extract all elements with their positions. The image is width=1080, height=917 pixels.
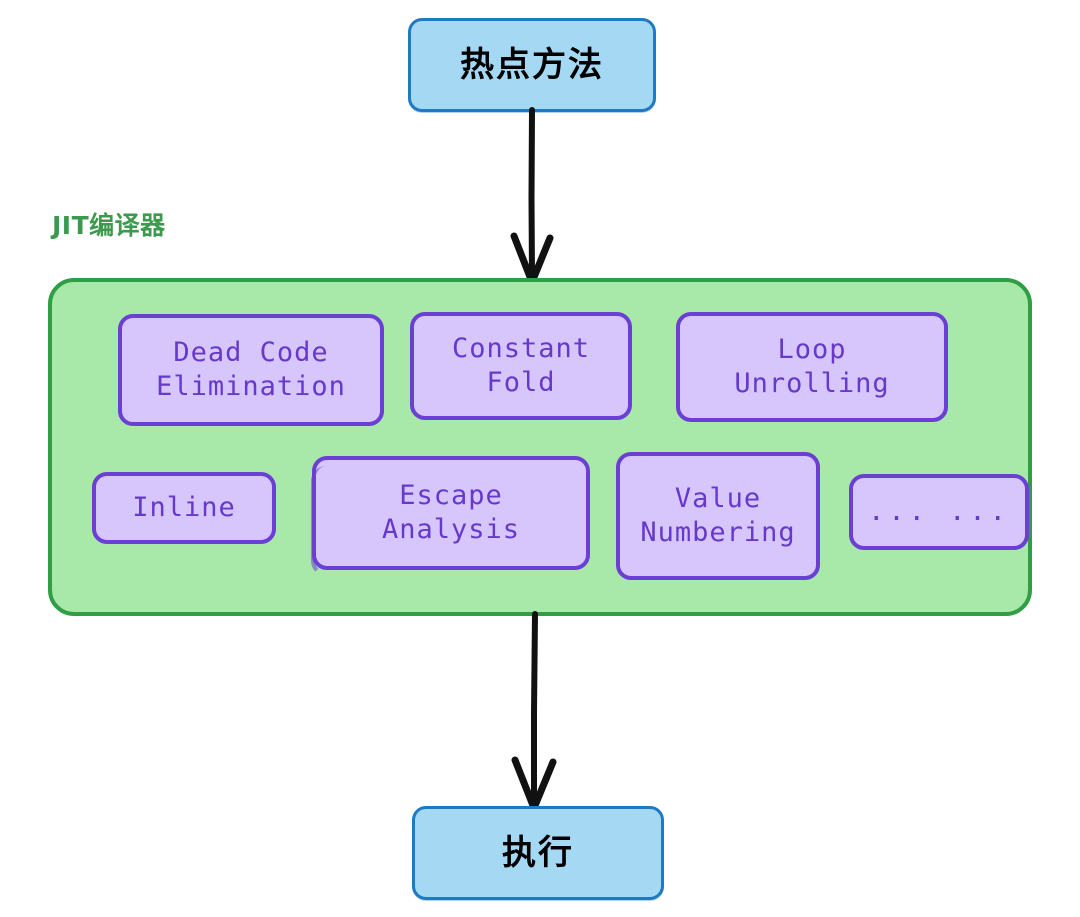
opt-loop-unrolling[interactable]: Loop Unrolling <box>676 312 948 422</box>
opt-escape-analysis-label: Escape Analysis <box>381 480 521 545</box>
node-hot-method-label: 热点方法 <box>460 44 604 85</box>
jit-compiler-label: JIT编译器 <box>52 211 166 240</box>
opt-more-ellipsis[interactable]: ... ... <box>849 474 1029 550</box>
arrow-jit-to-execute <box>511 611 557 812</box>
opt-loop-unrolling-label: Loop Unrolling <box>734 334 890 399</box>
node-execute[interactable]: 执行 <box>412 806 664 900</box>
opt-dead-code-elimination[interactable]: Dead Code Elimination <box>118 314 384 426</box>
opt-value-numbering-label: Value Numbering <box>640 483 796 548</box>
arrow-hot-method-to-jit <box>510 107 554 286</box>
opt-value-numbering[interactable]: Value Numbering <box>616 452 820 580</box>
opt-inline[interactable]: Inline <box>92 472 276 544</box>
opt-more-ellipsis-label: ... ... <box>868 496 1010 528</box>
node-execute-label: 执行 <box>502 832 574 873</box>
jit-compiler-container: Dead Code Elimination Constant Fold Loop… <box>48 278 1032 616</box>
opt-dead-code-elimination-label: Dead Code Elimination <box>156 337 346 402</box>
opt-constant-fold[interactable]: Constant Fold <box>410 312 632 420</box>
opt-inline-label: Inline <box>132 492 236 524</box>
node-hot-method[interactable]: 热点方法 <box>408 18 656 112</box>
opt-escape-analysis[interactable]: Escape Analysis <box>311 456 590 576</box>
opt-constant-fold-label: Constant Fold <box>451 333 591 398</box>
